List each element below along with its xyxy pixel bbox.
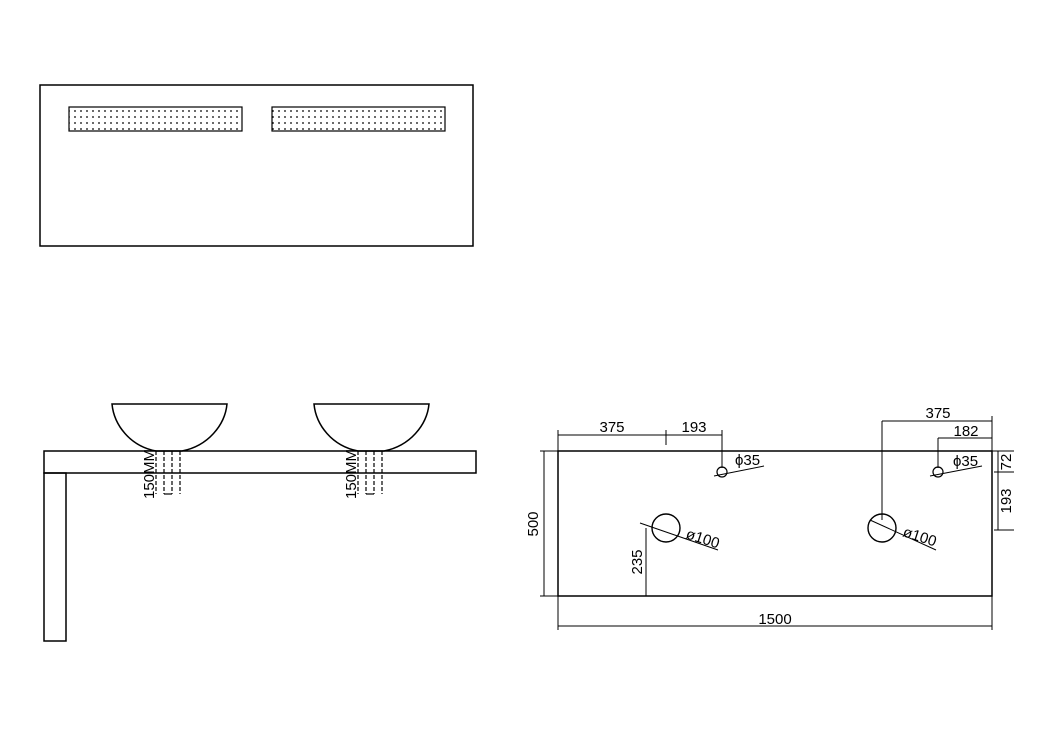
plan-outline bbox=[557, 450, 993, 597]
front-view: 150MM 150MM bbox=[43, 403, 477, 642]
dim-chain-top-left bbox=[557, 430, 723, 468]
tap-hole-left-label: ϕ35 bbox=[735, 452, 760, 469]
dim-right-mid: 193 bbox=[998, 488, 1015, 513]
elevation-panel bbox=[39, 84, 474, 247]
waste-hole-right-leader bbox=[869, 519, 937, 551]
drain-pipe-right bbox=[357, 451, 383, 495]
dim-height bbox=[540, 450, 558, 597]
plan-view: 375 193 375 182 72 193 500 bbox=[525, 405, 1015, 630]
slot-left bbox=[68, 106, 243, 132]
tap-hole-left bbox=[716, 466, 728, 478]
elevation-view bbox=[39, 84, 474, 247]
waste-hole-left-label: ø100 bbox=[684, 526, 722, 553]
drain-label-left: 150MM bbox=[141, 449, 158, 499]
support-leg bbox=[43, 472, 67, 642]
dim-top-right-a: 375 bbox=[925, 405, 950, 422]
dim-chain-top-right bbox=[881, 416, 993, 520]
basin-bowl-right bbox=[313, 403, 430, 452]
drain-label-right: 150MM bbox=[343, 449, 360, 499]
dim-height-label: 500 bbox=[525, 511, 542, 536]
counter-slab bbox=[43, 450, 477, 474]
tap-hole-left-leader bbox=[713, 465, 765, 477]
tap-hole-right bbox=[932, 466, 944, 478]
dim-top-left-b: 193 bbox=[681, 419, 706, 436]
dim-top-left-a: 375 bbox=[599, 419, 624, 436]
tap-hole-right-label: ϕ35 bbox=[953, 453, 978, 470]
dim-width bbox=[557, 596, 993, 630]
waste-hole-right-label: ø100 bbox=[901, 524, 939, 551]
basin-bowl-left bbox=[111, 403, 228, 452]
slot-right bbox=[271, 106, 446, 132]
tap-hole-right-leader bbox=[929, 465, 983, 477]
waste-hole-left-leader bbox=[639, 522, 719, 551]
dim-chain-right bbox=[992, 450, 1014, 531]
dim-right-top: 72 bbox=[998, 454, 1015, 471]
dim-bottom-offset: 235 bbox=[629, 549, 646, 574]
dim-width-label: 1500 bbox=[758, 611, 791, 628]
drain-pipe-left bbox=[155, 451, 181, 495]
dim-top-right-b: 182 bbox=[953, 423, 978, 440]
waste-hole-right bbox=[867, 513, 897, 543]
waste-hole-left bbox=[651, 513, 681, 543]
